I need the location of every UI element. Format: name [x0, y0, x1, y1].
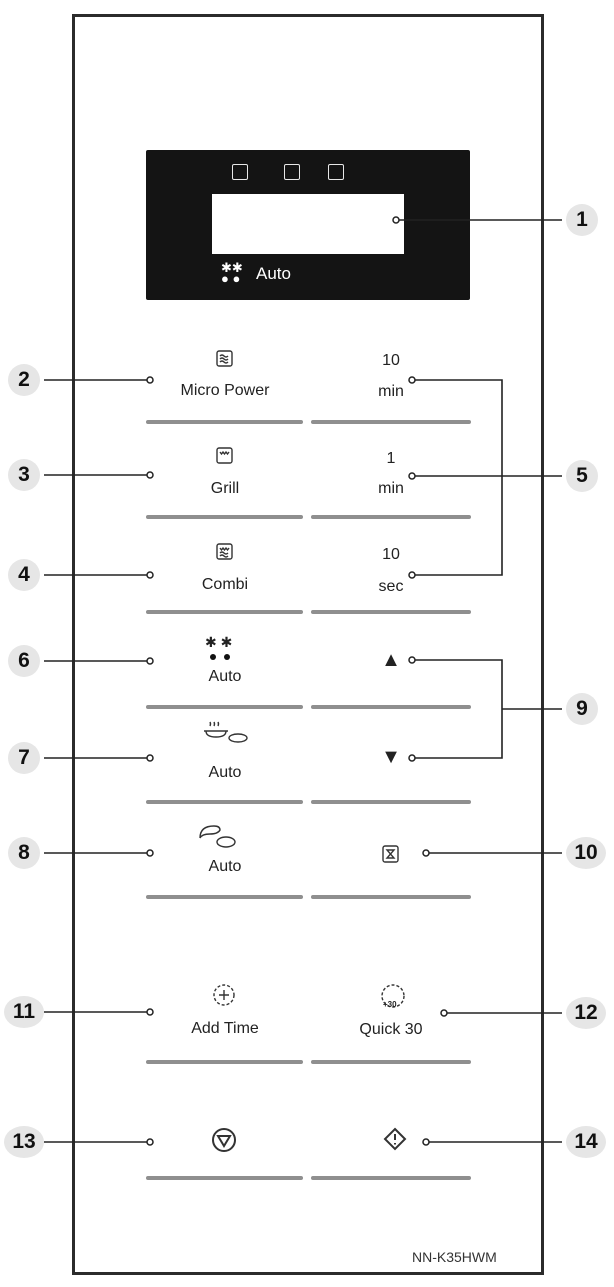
ten-min-button[interactable]: min: [378, 383, 404, 400]
up-arrow-button[interactable]: ▲: [381, 649, 401, 671]
callout-2: 2: [8, 364, 40, 396]
separator: [311, 1060, 471, 1064]
callout-9: 9: [566, 693, 598, 725]
separator: [311, 610, 471, 614]
callout-12: 12: [566, 997, 606, 1029]
micro-power-button[interactable]: Micro Power: [180, 382, 270, 399]
add-time-button[interactable]: Add Time: [191, 1020, 259, 1037]
down-arrow-button[interactable]: ▼: [381, 746, 401, 768]
separator: [311, 800, 471, 804]
display-auto-label: Auto: [256, 264, 291, 283]
one-min-button[interactable]: min: [378, 480, 404, 497]
callout-11: 11: [4, 996, 44, 1028]
separator: [311, 1176, 471, 1180]
callout-3: 3: [8, 459, 40, 491]
separator: [146, 420, 303, 424]
combi-button[interactable]: Combi: [201, 576, 249, 593]
callout-6: 6: [8, 645, 40, 677]
defrost-icon: ✱ ✱: [205, 634, 233, 650]
separator: [146, 610, 303, 614]
separator: [311, 895, 471, 899]
auto-cook-button[interactable]: Auto: [208, 858, 242, 875]
separator: [146, 1176, 303, 1180]
ten-sec-number: 10: [382, 546, 400, 563]
grill-icon: [284, 164, 300, 180]
separator: [146, 800, 303, 804]
one-min-number: 1: [386, 450, 396, 467]
separator: [146, 515, 303, 519]
separator: [146, 895, 303, 899]
callout-5: 5: [566, 460, 598, 492]
auto-reheat-button[interactable]: Auto: [208, 764, 242, 781]
grill-button[interactable]: Grill: [210, 480, 240, 497]
callout-1: 1: [566, 204, 598, 236]
quick30-button[interactable]: Quick 30: [359, 1021, 423, 1038]
ten-min-number: 10: [382, 352, 400, 369]
display-window: ✱✱● ● Auto: [146, 150, 470, 300]
separator: [311, 515, 471, 519]
callout-4: 4: [8, 559, 40, 591]
combi-icon: [328, 164, 344, 180]
microwave-icon: [232, 164, 248, 180]
display-screen: [212, 194, 404, 254]
defrost-icon: ✱✱● ●: [221, 260, 243, 286]
callout-7: 7: [8, 742, 40, 774]
callout-14: 14: [566, 1126, 606, 1158]
ten-sec-button[interactable]: sec: [378, 578, 404, 595]
separator: [146, 1060, 303, 1064]
separator: [311, 705, 471, 709]
callout-13: 13: [4, 1126, 44, 1158]
control-panel: [72, 14, 544, 1275]
callout-8: 8: [8, 837, 40, 869]
model-number: NN-K35HWM: [412, 1249, 497, 1265]
separator: [146, 705, 303, 709]
quick30-icon-label: +30: [383, 1000, 397, 1009]
auto-defrost-button[interactable]: Auto: [208, 668, 242, 685]
callout-10: 10: [566, 837, 606, 869]
separator: [311, 420, 471, 424]
